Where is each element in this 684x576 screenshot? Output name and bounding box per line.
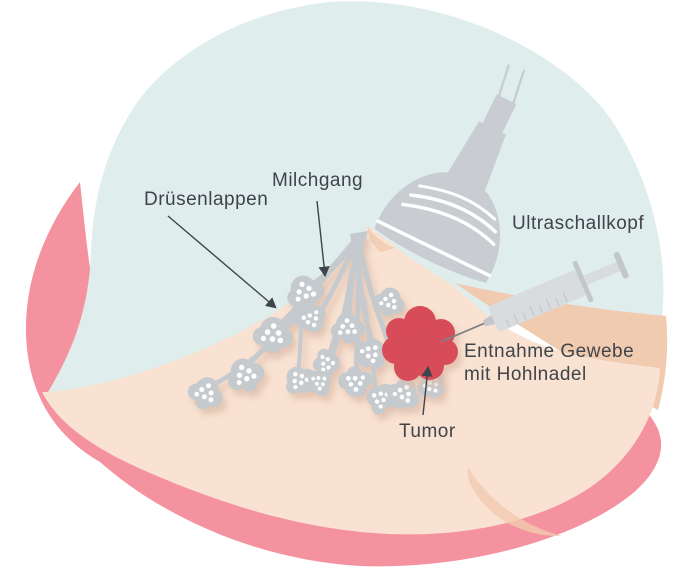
nipple-shade <box>367 227 395 252</box>
label-milchgang: Milchgang <box>272 170 364 191</box>
label-ultraschallkopf: Ultraschallkopf <box>512 213 645 234</box>
breast-fold-crease <box>467 468 562 537</box>
druesenlappen-arrow <box>167 215 277 309</box>
milchgang-arrow <box>316 200 330 278</box>
annotation-arrows <box>167 200 433 416</box>
label-entnahme-line1: Entnahme Gewebe <box>464 341 635 362</box>
label-tumor: Tumor <box>399 421 456 442</box>
tumor-shape <box>382 306 458 381</box>
tumor-arrow <box>421 365 433 416</box>
syringe-icon <box>440 251 629 343</box>
label-druesenlappen: Drüsenlappen <box>144 189 269 210</box>
label-entnahme-line2: mit Hohlnadel <box>464 364 587 385</box>
label-entnahme: Entnahme Gewebe mit Hohlnadel <box>464 340 634 386</box>
ultrasound-probe-icon <box>374 64 526 283</box>
